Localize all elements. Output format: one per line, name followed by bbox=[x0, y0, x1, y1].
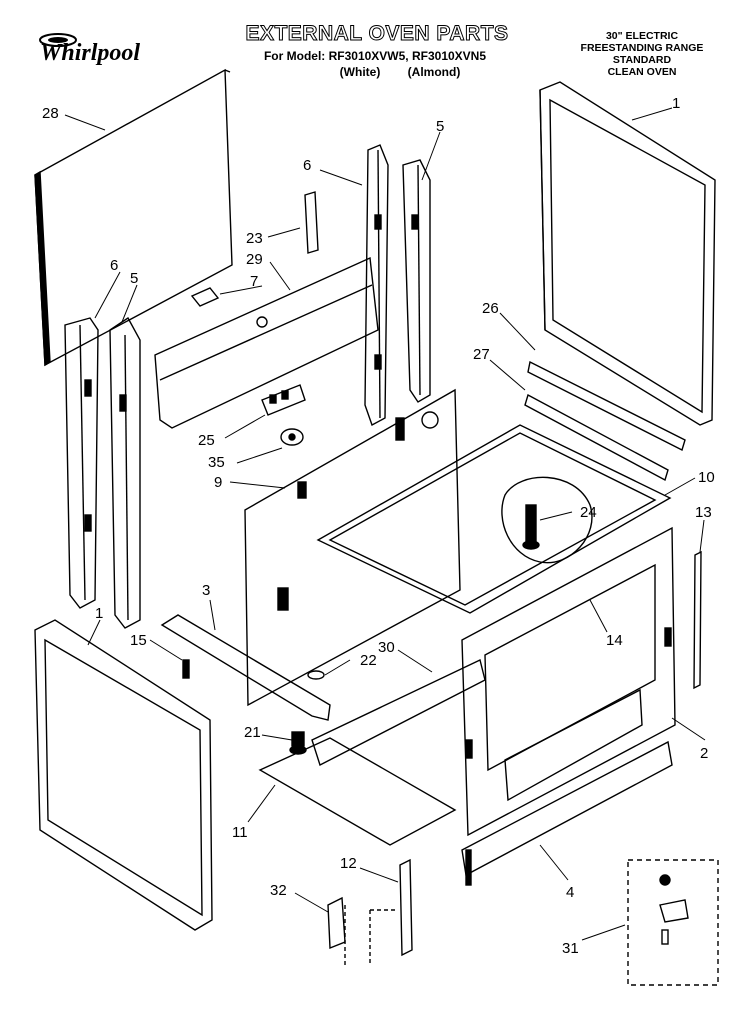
part-fasteners bbox=[182, 659, 325, 755]
callout-14: 14 bbox=[606, 632, 623, 649]
callout-13: 13 bbox=[695, 504, 712, 521]
part-rear-panel bbox=[34, 68, 233, 367]
callout-21: 21 bbox=[244, 724, 261, 741]
callout-32: 32 bbox=[270, 882, 287, 899]
callout-15: 15 bbox=[130, 632, 147, 649]
appliance-spec: 30" ELECTRIC FREESTANDING RANGE STANDARD… bbox=[562, 30, 722, 78]
part-oven-top bbox=[316, 424, 672, 614]
callout-23: 23 bbox=[246, 230, 263, 247]
part-kick-plate bbox=[461, 740, 673, 886]
callout-11: 11 bbox=[232, 824, 248, 841]
callout-5-left: 5 bbox=[130, 270, 138, 287]
callout-4: 4 bbox=[566, 884, 574, 901]
spec-line-2: FREESTANDING RANGE bbox=[580, 42, 704, 54]
logo-swoosh-icon bbox=[39, 33, 77, 47]
callout-31: 31 bbox=[562, 940, 579, 957]
color-variants: (White) (Almond) bbox=[300, 65, 500, 79]
callout-25: 25 bbox=[198, 432, 215, 449]
callout-35: 35 bbox=[208, 454, 225, 471]
model-line: For Model: RF3010XVW5, RF3010XVN5 bbox=[263, 49, 487, 63]
part-12-32 bbox=[327, 858, 413, 965]
brand-name: Whirlpool bbox=[40, 40, 141, 66]
callout-2: 2 bbox=[700, 745, 708, 762]
callout-28: 28 bbox=[42, 105, 59, 122]
part-3-bracket bbox=[160, 614, 331, 721]
part-strips bbox=[524, 360, 686, 482]
part-terminal-block bbox=[261, 384, 306, 416]
callout-1-bottom: 1 bbox=[95, 605, 103, 622]
callout-26: 26 bbox=[482, 300, 499, 317]
leader-lines bbox=[64, 107, 706, 941]
part-channels-left bbox=[64, 316, 141, 629]
callout-labels: 28 6 5 23 29 7 6 5 1 26 27 10 25 35 9 24… bbox=[42, 95, 715, 957]
callout-6-left: 6 bbox=[110, 257, 118, 274]
callout-9: 9 bbox=[214, 474, 222, 491]
spec-line-3: STANDARD bbox=[612, 54, 672, 66]
part-side-panel-right bbox=[539, 81, 716, 426]
spec-line-1: 30" ELECTRIC bbox=[605, 30, 679, 42]
page-title: EXTERNAL OVEN PARTS bbox=[245, 22, 509, 46]
callout-3: 3 bbox=[202, 582, 210, 599]
part-bottom-panel bbox=[258, 737, 457, 846]
part-23-strip bbox=[304, 191, 319, 254]
callout-10: 10 bbox=[698, 469, 715, 486]
part-side-panel-left bbox=[34, 619, 213, 931]
part-oven-back-wall bbox=[244, 388, 461, 707]
callout-6-right: 6 bbox=[303, 157, 311, 174]
spec-line-4: CLEAN OVEN bbox=[607, 66, 677, 78]
callout-22: 22 bbox=[360, 652, 377, 669]
callout-29: 29 bbox=[246, 251, 263, 268]
whirlpool-logo: Whirlpool bbox=[28, 30, 158, 70]
part-cross-brace bbox=[154, 256, 379, 429]
part-thermostat bbox=[280, 428, 304, 446]
callout-5-right: 5 bbox=[436, 118, 444, 135]
callout-27: 27 bbox=[473, 346, 490, 363]
part-13-trim bbox=[693, 550, 702, 690]
variant-almond: (Almond) bbox=[407, 65, 461, 79]
callout-7: 7 bbox=[250, 273, 258, 290]
part-channels-right bbox=[364, 144, 431, 427]
part-30-support bbox=[311, 659, 486, 767]
callout-24: 24 bbox=[580, 504, 597, 521]
callout-30: 30 bbox=[378, 639, 395, 656]
part-7-clip bbox=[190, 287, 220, 307]
variant-white: (White) bbox=[339, 65, 381, 79]
callout-1-top: 1 bbox=[672, 95, 680, 112]
part-front-frame bbox=[461, 526, 676, 837]
part-31-hardware-kit bbox=[627, 859, 719, 986]
callout-12: 12 bbox=[340, 855, 357, 872]
